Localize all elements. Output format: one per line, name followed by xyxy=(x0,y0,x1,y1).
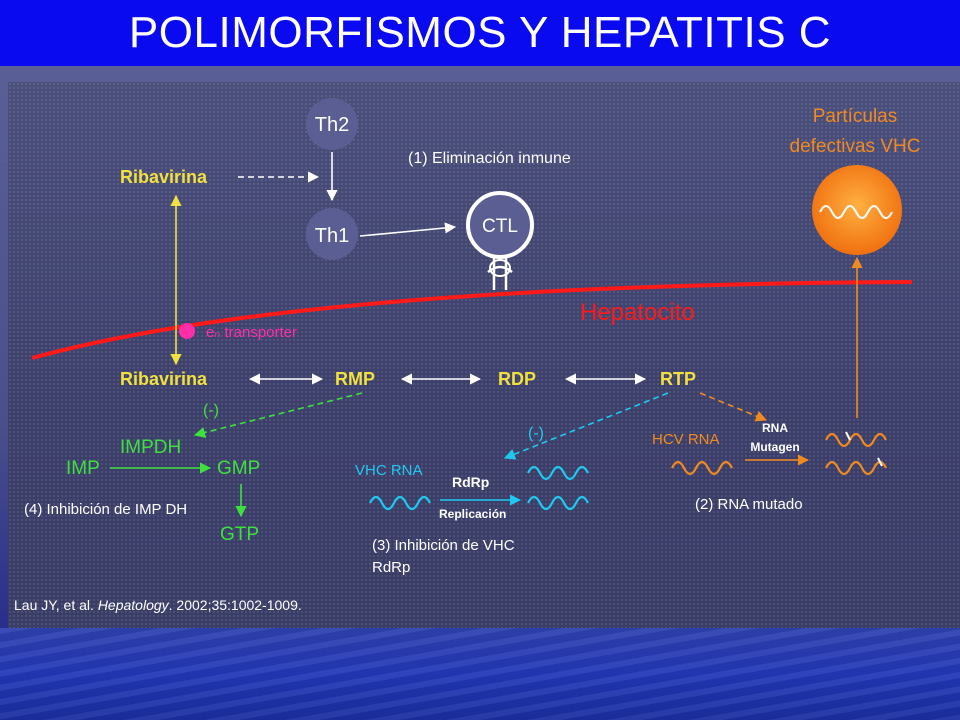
hepatocyte-label: Hepatocito xyxy=(580,299,695,326)
impdh-inhibition-label: (4) Inhibición de IMP DH xyxy=(24,501,187,518)
rmp-inhibits-impdh-dashed xyxy=(193,392,363,438)
slide-title: POLIMORFISMOS Y HEPATITIS C xyxy=(128,8,832,57)
th1-label: Th1 xyxy=(315,225,349,247)
rdrp-inhibition-line2: RdRp xyxy=(372,559,410,576)
mutated-rna-label: (2) RNA mutado xyxy=(695,496,803,513)
citation-authors: Lau JY, et al. xyxy=(14,597,98,613)
rdrp-inhibition-line1: (3) Inhibición de VHC xyxy=(372,537,515,554)
defective-particles-line2: defectivas VHC xyxy=(790,136,921,157)
rdp-label: RDP xyxy=(498,369,536,389)
ribavirina-top-label: Ribavirina xyxy=(120,167,208,187)
hcv-rna-label: HCV RNA xyxy=(652,431,720,448)
diagram-panel xyxy=(8,82,960,628)
hcv-rna-wave xyxy=(671,460,733,476)
gmp-label: GMP xyxy=(217,458,260,479)
mutated-rna-wave-1 xyxy=(825,432,887,448)
ribavirina-bottom-label: Ribavirina xyxy=(120,369,208,389)
mutated-rna-wave-2 xyxy=(825,460,887,476)
transporter-dot xyxy=(179,323,195,339)
slide-bottom-decoration xyxy=(0,628,960,720)
mutation-marks xyxy=(845,431,883,467)
gtp-label: GTP xyxy=(220,524,259,545)
vhc-rna-label: VHC RNA xyxy=(355,462,423,479)
vhc-rna-wave xyxy=(369,495,431,511)
citation-journal: Hepatology xyxy=(98,597,170,613)
th1-to-ctl-arrow xyxy=(359,222,457,237)
transporter-label: eₙ transporter xyxy=(206,324,297,341)
rtp-label: RTP xyxy=(660,369,696,389)
ctl-receptor-base xyxy=(489,259,511,277)
rtp-to-mutagen-dashed xyxy=(699,392,768,422)
rna-mutagen-line1: RNA xyxy=(762,421,788,435)
imp-label: IMP xyxy=(66,458,100,479)
citation-rest: . 2002;35:1002-1009. xyxy=(169,597,302,613)
ctl-label: CTL xyxy=(482,216,518,237)
defective-particle-rna-wave xyxy=(819,205,893,219)
immune-elimination-label: (1) Eliminación inmune xyxy=(408,150,571,167)
rmp-label: RMP xyxy=(335,369,375,389)
th1-circle xyxy=(306,208,358,260)
citation: Lau JY, et al. Hepatology. 2002;35:1002-… xyxy=(14,597,302,613)
vhc-rna-copy-wave-1 xyxy=(527,465,589,481)
th2-circle xyxy=(306,98,358,150)
rdrp-minus-label: (-) xyxy=(528,425,544,442)
title-bar: POLIMORFISMOS Y HEPATITIS C xyxy=(0,0,960,66)
defective-particles-line1: Partículas xyxy=(813,106,897,127)
impdh-minus-label: (-) xyxy=(203,402,219,419)
rdrp-label: RdRp xyxy=(452,474,489,490)
vhc-rna-copy-wave-2 xyxy=(527,495,589,511)
impdh-label: IMPDH xyxy=(120,437,181,458)
replication-label: Replicación xyxy=(439,507,506,521)
ctl-cell xyxy=(466,191,534,259)
defective-particle-sphere xyxy=(812,165,902,255)
rna-mutagen-line2: Mutagen xyxy=(750,440,799,454)
hepatocyte-membrane xyxy=(31,280,913,360)
th2-label: Th2 xyxy=(315,114,349,136)
